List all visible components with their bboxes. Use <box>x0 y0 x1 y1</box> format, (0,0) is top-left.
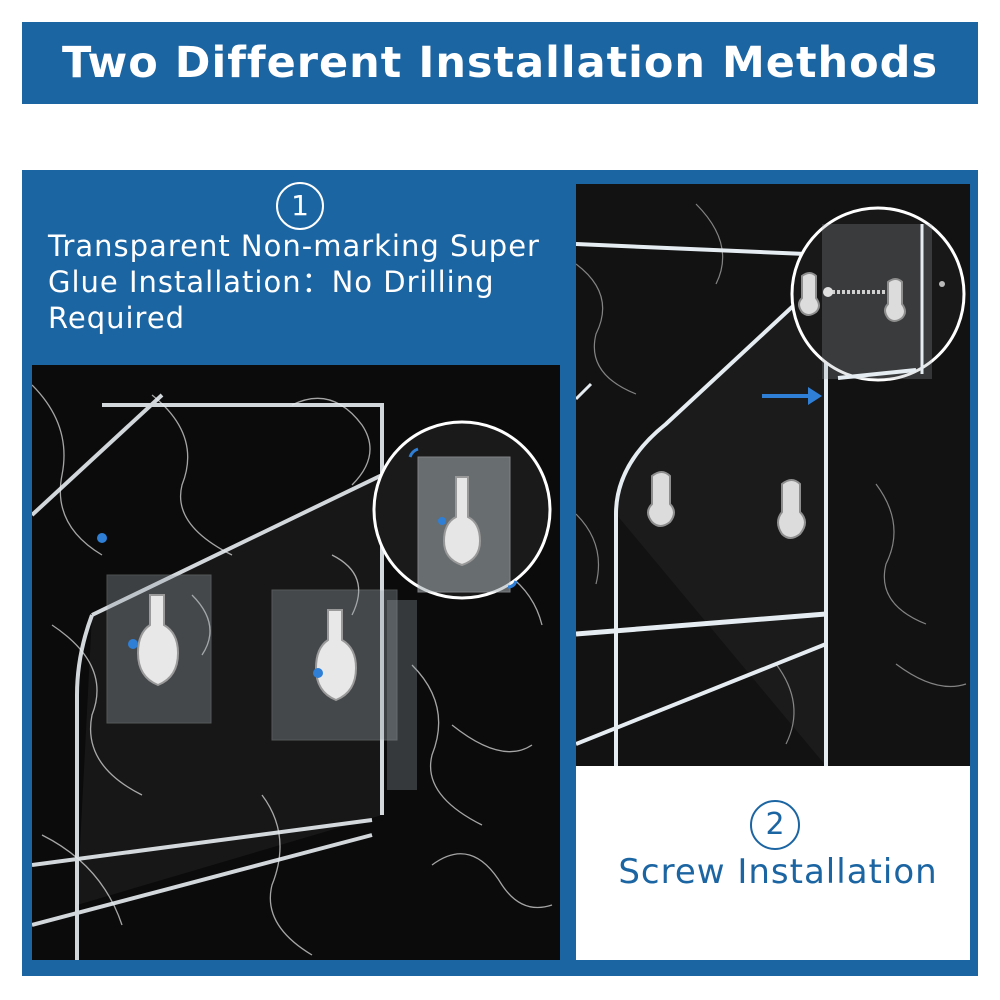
adhesive-installation-illustration <box>32 365 560 960</box>
method-1-number-badge: 1 <box>276 182 324 230</box>
title-banner: Two Different Installation Methods <box>22 22 978 104</box>
screw-installation-illustration <box>576 184 970 766</box>
page-title: Two Different Installation Methods <box>61 38 939 88</box>
magnified-adhesive-hook-detail <box>372 420 552 600</box>
magnified-screw-detail <box>790 206 966 382</box>
method-1-description: Transparent Non-marking Super Glue Insta… <box>48 229 540 335</box>
screw-installation-photo <box>576 184 970 766</box>
method-2-number-badge: 2 <box>750 800 800 850</box>
method-2-label: Screw Installation <box>618 852 938 892</box>
adhesive-installation-photo <box>32 365 560 960</box>
arrow-right-icon <box>762 387 822 405</box>
screw-method-caption-panel <box>576 766 970 960</box>
